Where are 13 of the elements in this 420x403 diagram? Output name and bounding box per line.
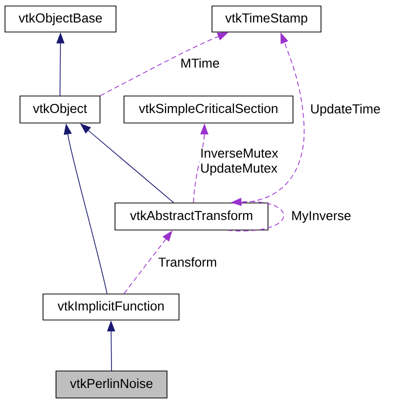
class-box: vtkObject bbox=[20, 96, 100, 124]
edge-label: MTime bbox=[179, 57, 221, 69]
class-box: vtkAbstractTransform bbox=[114, 202, 268, 230]
edge-label: MyInverse bbox=[290, 210, 352, 224]
edge-label: InverseMutex UpdateMutex bbox=[199, 148, 288, 176]
class-box: vtkObjectBase bbox=[4, 6, 116, 32]
class-box: vtkImplicitFunction bbox=[42, 294, 180, 320]
edge-label: Transform bbox=[157, 256, 218, 268]
class-box: vtkPerlinNoise bbox=[56, 370, 168, 398]
class-box: vtkTimeStamp bbox=[212, 6, 322, 32]
class-box: vtkSimpleCriticalSection bbox=[124, 96, 294, 124]
edge-label: UpdateTime bbox=[309, 102, 382, 118]
loop-arrow bbox=[227, 198, 284, 232]
